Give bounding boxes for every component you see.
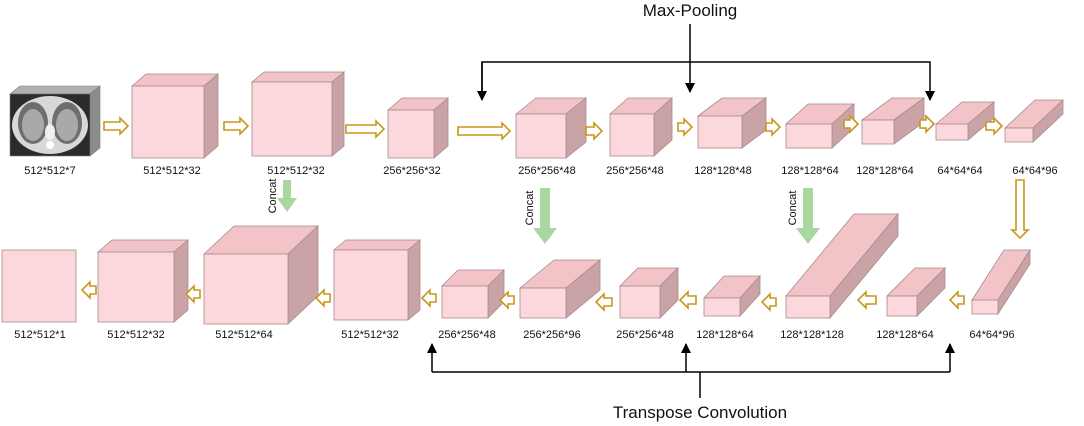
block-dec7 [441, 269, 505, 319]
flow-arrow-e2 [223, 116, 250, 136]
flow-arrow-d3 [760, 292, 777, 312]
concat-label-2: Concat [524, 191, 536, 226]
block-enc10 [1003, 99, 1065, 143]
layer-label-dec3: 128*128*128 [780, 329, 844, 341]
block-dec1 [971, 248, 1031, 316]
concat-arrow-1: Concat [267, 179, 297, 214]
layer-label-dec4: 128*128*64 [696, 329, 754, 341]
flow-arrow-d10 [80, 280, 97, 300]
block-enc4 [514, 97, 588, 159]
layer-label-enc2: 512*512*32 [267, 165, 325, 177]
layer-label-dec6: 256*256*96 [523, 329, 581, 341]
layer-label-dec1: 64*64*96 [969, 329, 1014, 341]
layer-label-enc8: 128*128*64 [856, 165, 914, 177]
concat-arrow-2: Concat [524, 188, 557, 244]
flow-arrow-down [1010, 179, 1030, 240]
flow-arrow-d4 [678, 290, 697, 310]
layer-label-dec5: 256*256*48 [616, 329, 674, 341]
block-enc1 [130, 73, 220, 159]
layer-label-enc1: 512*512*32 [143, 165, 201, 177]
layer-label-dec7: 256*256*48 [438, 329, 496, 341]
block-enc3 [386, 97, 450, 159]
flow-arrow-e4 [457, 121, 512, 141]
block-enc9 [934, 101, 996, 141]
block-enc2 [250, 71, 346, 157]
transpose-convolution-title: Transpose Convolution [613, 403, 787, 422]
max-pooling-connector [477, 24, 935, 101]
flow-arrow-d5 [594, 292, 613, 312]
block-enc8 [860, 97, 926, 145]
flow-arrow-e6 [677, 117, 694, 137]
flow-arrow-d8 [314, 288, 331, 308]
flow-arrow-e10 [985, 116, 1004, 136]
layer-label-enc7: 128*128*64 [781, 165, 839, 177]
concat-label-3: Concat [787, 191, 799, 226]
layer-label-dec8: 512*512*32 [341, 329, 399, 341]
block-dec9 [202, 225, 320, 325]
block-dec5 [619, 267, 679, 319]
flow-arrow-e7 [765, 117, 782, 137]
layer-label-input: 512*512*7 [24, 165, 75, 177]
max-pooling-title: Max-Pooling [643, 1, 738, 20]
flow-arrow-d9 [184, 284, 201, 304]
layer-label-enc9: 64*64*64 [937, 165, 982, 177]
flow-arrow-d2 [856, 290, 877, 310]
layer-label-dec9: 512*512*64 [215, 329, 273, 341]
layer-label-enc6: 128*128*48 [694, 165, 752, 177]
layer-label-dec2: 128*128*64 [876, 329, 934, 341]
block-dec8 [332, 239, 422, 321]
flow-arrow-d6 [498, 290, 515, 310]
block-dec2 [886, 267, 946, 317]
layer-label-output: 512*512*1 [14, 329, 65, 341]
block-output [1, 249, 77, 323]
block-dec10 [96, 239, 190, 323]
block-enc6 [696, 97, 768, 149]
flow-arrow-e1 [103, 116, 130, 136]
transpose-convolution-connector [427, 343, 955, 398]
ct-image-icon [9, 85, 101, 157]
flow-arrow-e9 [919, 114, 936, 134]
block-dec6 [518, 259, 602, 319]
concat-arrow-3: Concat [787, 188, 820, 244]
concat-label-1: Concat [267, 179, 279, 214]
layer-label-dec10: 512*512*32 [107, 329, 165, 341]
flow-arrow-d7 [420, 288, 437, 308]
block-dec4 [703, 274, 761, 318]
layer-label-enc5: 256*256*48 [606, 165, 664, 177]
block-dec3 [785, 212, 899, 320]
flow-arrow-e5 [585, 121, 604, 141]
flow-arrow-e8 [843, 114, 860, 134]
layer-label-enc10: 64*64*96 [1012, 165, 1057, 177]
flow-arrow-d1 [948, 290, 965, 310]
layer-label-enc3: 256*256*32 [383, 165, 441, 177]
block-enc7 [784, 103, 856, 149]
flow-arrow-e3 [345, 119, 386, 139]
block-enc5 [608, 97, 674, 157]
layer-label-enc4: 256*256*48 [518, 165, 576, 177]
